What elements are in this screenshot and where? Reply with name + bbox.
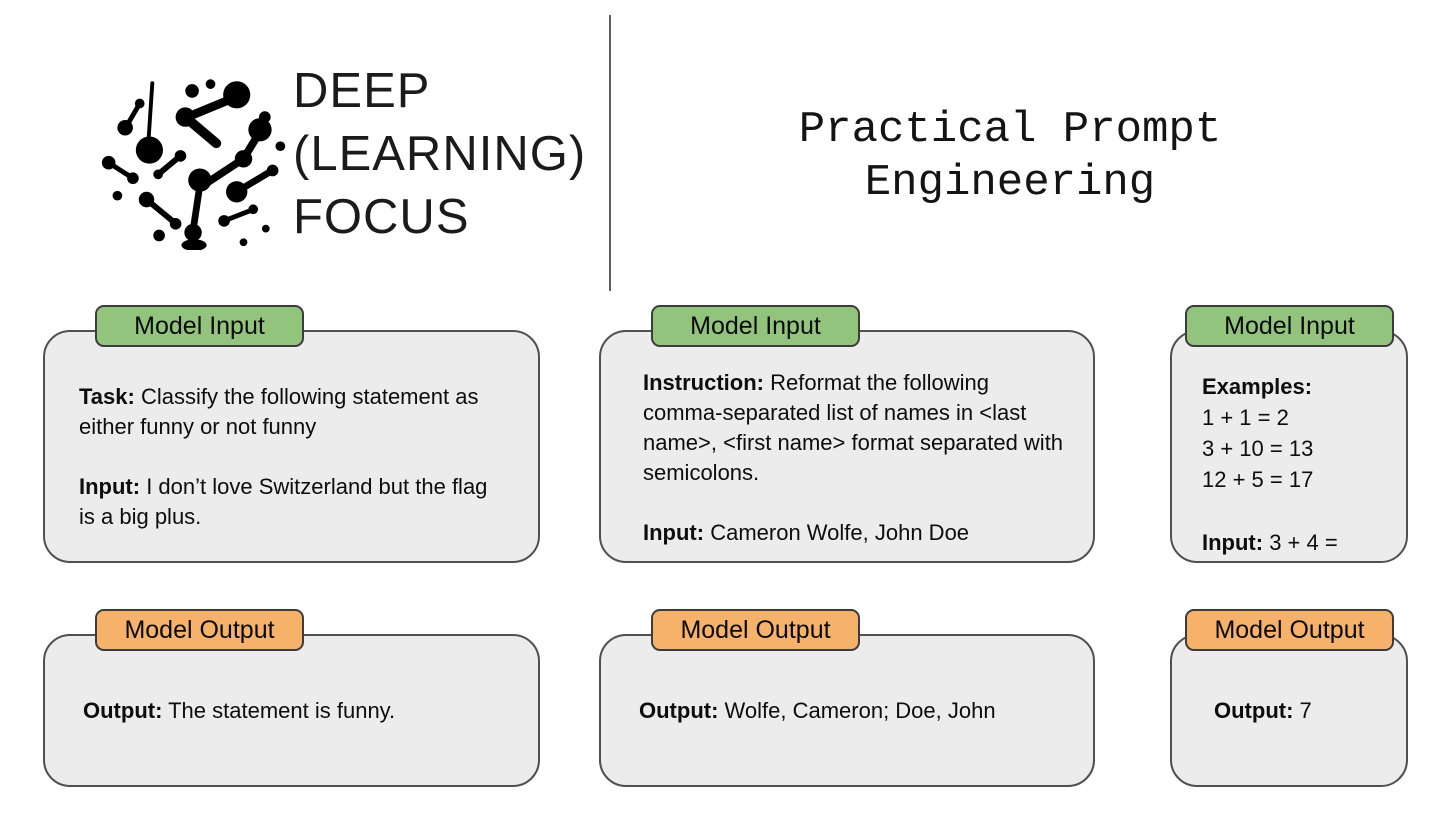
brand-line: FOCUS [293, 190, 470, 244]
vertical-divider [609, 15, 611, 291]
output-text: The statement is funny. [162, 697, 396, 723]
instruction-label: Instruction: [643, 370, 764, 395]
input-line: Input: 3 + 4 = [1202, 527, 1394, 558]
output-line: Output: Wolfe, Cameron; Doe, John [639, 698, 996, 724]
example-line: 3 + 10 = 13 [1202, 436, 1314, 461]
example-line: 12 + 5 = 17 [1202, 467, 1314, 492]
output-card-3: Model Output Output: 7 [1170, 609, 1408, 787]
output-label: Output: [639, 697, 719, 723]
output-label: Output: [1214, 697, 1294, 723]
input-card-1-body: Task: Classify the following statement a… [43, 330, 540, 563]
output-label: Output: [83, 697, 163, 723]
output-text: Wolfe, Cameron; Doe, John [718, 697, 996, 723]
input-card-3: Model Input Examples: 1 + 1 = 2 3 + 10 =… [1170, 305, 1408, 563]
model-input-tab: Model Input [651, 305, 860, 347]
input-card-2-body: Instruction: Reformat the following comm… [599, 330, 1095, 563]
task-line: Task: Classify the following statement a… [79, 382, 508, 442]
examples-label-text: Examples: [1202, 374, 1313, 399]
input-line: Input: Cameron Wolfe, John Doe [643, 518, 1065, 548]
tab-label: Model Input [1224, 311, 1355, 340]
output-line: Output: 7 [1214, 698, 1312, 724]
input-label: Input: [643, 520, 705, 545]
output-card-1: Model Output Output: The statement is fu… [43, 609, 540, 787]
brand-line: DEEP [293, 64, 431, 118]
output-text: 7 [1293, 697, 1312, 723]
brand-wordmark: DEEP (LEARNING) FOCUS [293, 60, 586, 249]
tab-label: Model Input [134, 311, 265, 340]
input-card-1: Model Input Task: Classify the following… [43, 305, 540, 563]
output-card-2: Model Output Output: Wolfe, Cameron; Doe… [599, 609, 1095, 787]
output-line: Output: The statement is funny. [83, 698, 395, 724]
instruction-line: Instruction: Reformat the following comm… [643, 368, 1065, 488]
instruction-text: Reformat the following comma-separated l… [643, 370, 1064, 485]
task-label: Task: [79, 384, 135, 409]
task-text: Classify the following statement as eith… [79, 384, 479, 439]
network-dots-icon [101, 79, 286, 250]
page-title: Practical Prompt Engineering [640, 104, 1380, 210]
model-input-tab: Model Input [95, 305, 304, 347]
model-output-tab: Model Output [95, 609, 304, 651]
input-label: Input: [1202, 530, 1264, 555]
model-input-tab: Model Input [1185, 305, 1394, 347]
examples-label: Examples: [1202, 371, 1394, 402]
input-line: Input: I don’t love Switzerland but the … [79, 472, 508, 532]
input-text: Cameron Wolfe, John Doe [704, 520, 970, 545]
tab-label: Model Output [124, 615, 275, 644]
tab-label: Model Output [1214, 615, 1365, 644]
output-card-1-body: Output: The statement is funny. [43, 634, 540, 787]
input-text: I don’t love Switzerland but the flag is… [79, 474, 488, 529]
input-label: Input: [79, 474, 141, 499]
brand-line: (LEARNING) [293, 127, 587, 181]
input-text: 3 + 4 = [1263, 530, 1338, 555]
page-title-line: Engineering [864, 158, 1156, 208]
output-card-3-body: Output: 7 [1170, 634, 1408, 787]
tab-label: Model Output [680, 615, 831, 644]
input-card-2: Model Input Instruction: Reformat the fo… [599, 305, 1095, 563]
input-card-3-body: Examples: 1 + 1 = 2 3 + 10 = 13 12 + 5 =… [1170, 330, 1408, 563]
page-title-line: Practical Prompt [798, 105, 1222, 155]
output-card-2-body: Output: Wolfe, Cameron; Doe, John [599, 634, 1095, 787]
tab-label: Model Input [690, 311, 821, 340]
model-output-tab: Model Output [651, 609, 860, 651]
example-line: 1 + 1 = 2 [1202, 405, 1289, 430]
model-output-tab: Model Output [1185, 609, 1394, 651]
